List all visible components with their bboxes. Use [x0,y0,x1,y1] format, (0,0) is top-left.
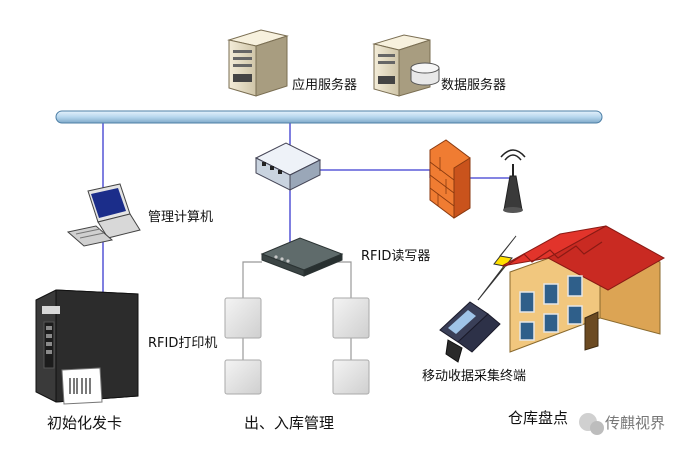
rfid-reader-label: RFID读写器 [361,249,431,264]
mobile-terminal-icon [439,301,501,363]
caption-inventory: 仓库盘点 [508,409,569,427]
app-server-icon [227,29,289,97]
management-computer-icon [66,183,141,247]
wireless-ap-icon [500,149,526,213]
rfid-printer-icon [35,289,139,405]
app-server-label: 应用服务器 [292,78,358,93]
rfid-antenna-icon [224,359,262,395]
switch-icon [254,142,322,191]
rfid-antenna-icon [332,297,370,339]
mgmt-computer-label: 管理计算机 [148,210,214,225]
data-server-label: 数据服务器 [441,78,507,93]
caption-init-card: 初始化发卡 [47,414,123,432]
rfid-antenna-icon [332,359,370,395]
warehouse-icon [501,225,666,353]
firewall-icon [429,139,471,219]
caption-in-out: 出、入库管理 [244,414,335,432]
data-server-icon [372,34,440,97]
rfid-printer-label: RFID打印机 [148,336,218,351]
rfid-antenna-icon [224,297,262,339]
mobile-terminal-label: 移动收据采集终端 [422,369,527,384]
lightning-bolt-icon [477,235,517,301]
wechat-logo-icon [579,413,604,435]
watermark-text: 传麒视界 [605,414,666,432]
network-bus [55,110,603,124]
rfid-reader-icon [260,237,344,277]
